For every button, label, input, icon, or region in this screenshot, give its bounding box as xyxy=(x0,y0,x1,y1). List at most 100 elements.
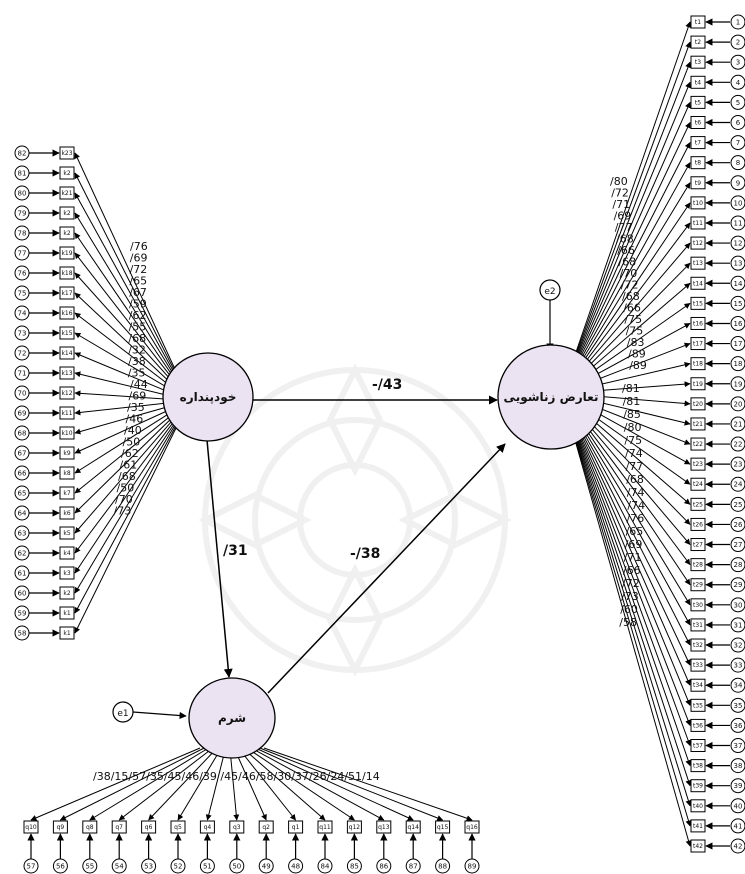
loading-label: /59 xyxy=(129,298,147,311)
indicator-box xyxy=(690,678,706,692)
loading-label: /35 xyxy=(127,401,145,414)
loading-label: /69 xyxy=(614,210,632,223)
error-circle xyxy=(730,516,745,532)
indicator-box xyxy=(376,820,392,834)
indicator-label: t39 xyxy=(693,783,703,790)
error-label: 23 xyxy=(734,461,743,469)
loading-arrow xyxy=(74,352,181,398)
indicator-box xyxy=(59,266,75,280)
loading-arrow xyxy=(74,152,181,381)
loading-arrow xyxy=(74,402,181,435)
loading-arrow xyxy=(574,408,691,545)
loading-arrow xyxy=(74,411,181,534)
loading-arrow xyxy=(177,747,222,821)
loading-label: /60 xyxy=(620,603,638,616)
indicator-box xyxy=(690,296,706,310)
indicator-box xyxy=(690,477,706,491)
error-label: 27 xyxy=(734,541,743,549)
loading-label: /80 xyxy=(610,175,628,188)
error-label: 42 xyxy=(734,843,743,851)
error-label: 31 xyxy=(734,621,743,629)
error-label: 89 xyxy=(468,863,477,871)
indicator-label: k16 xyxy=(61,310,72,317)
error-circle xyxy=(346,858,362,874)
loading-label: /69 xyxy=(625,538,643,551)
indicator-box xyxy=(690,437,706,451)
indicator-box xyxy=(690,558,706,572)
loading-label: /77 xyxy=(626,460,644,473)
indicator-label: k10 xyxy=(61,430,72,437)
error-label: 81 xyxy=(18,170,27,178)
loading-arrow xyxy=(118,747,214,821)
error-circle xyxy=(730,838,745,854)
error-circle xyxy=(730,798,745,814)
indicator-label: t6 xyxy=(695,119,701,126)
indicator-label: k2 xyxy=(63,210,70,217)
indicator-label: q15 xyxy=(437,824,449,831)
loading-label: /81 xyxy=(623,395,641,408)
loading-label: /71 xyxy=(612,198,630,211)
indicator-label: t37 xyxy=(693,743,703,750)
error-circle xyxy=(730,315,745,331)
indicator-label: k11 xyxy=(61,410,72,417)
loading-arrow xyxy=(74,212,181,386)
indicator-box xyxy=(59,506,75,520)
indicator-label: t34 xyxy=(693,682,703,689)
indicator-box xyxy=(317,820,333,834)
indicator-box xyxy=(690,538,706,552)
indicator-label: t32 xyxy=(693,642,703,649)
error-label: 54 xyxy=(115,863,124,871)
error-label: 65 xyxy=(18,490,27,498)
loading-arrow xyxy=(242,747,326,821)
indicator-label: k6 xyxy=(63,510,70,517)
loading-label: /76 xyxy=(627,512,645,525)
error-label: 73 xyxy=(18,330,27,338)
indicator-box xyxy=(59,386,75,400)
loading-arrow xyxy=(259,747,444,821)
error-circle xyxy=(52,858,68,874)
indicator-label: t40 xyxy=(693,803,703,810)
indicator-label: k13 xyxy=(61,370,72,377)
error-circle xyxy=(730,356,745,372)
loading-label: /35 xyxy=(128,367,146,380)
error-circle xyxy=(730,215,745,231)
loading-label: /74 xyxy=(625,447,643,460)
loading-arrow xyxy=(574,61,691,360)
indicator-label: q6 xyxy=(145,824,153,831)
loading-label: /65 xyxy=(129,275,147,288)
loading-label: /80 xyxy=(624,421,642,434)
error-label: 15 xyxy=(734,300,743,308)
error-circle xyxy=(730,557,745,573)
indicator-box xyxy=(346,820,362,834)
loading-label: /40 xyxy=(124,424,142,437)
loading-arrow xyxy=(255,747,414,821)
loading-arrow xyxy=(74,252,181,389)
loading-arrow xyxy=(574,431,692,767)
error-label: 16 xyxy=(734,320,743,328)
loading-arrow xyxy=(74,272,181,391)
loading-arrow xyxy=(74,414,181,574)
indicator-label: q13 xyxy=(378,824,390,831)
loading-arrow xyxy=(574,162,691,370)
indicator-box xyxy=(690,497,706,511)
error-circle xyxy=(730,376,745,392)
indicator-label: q14 xyxy=(407,824,419,831)
error-label: 55 xyxy=(85,863,94,871)
